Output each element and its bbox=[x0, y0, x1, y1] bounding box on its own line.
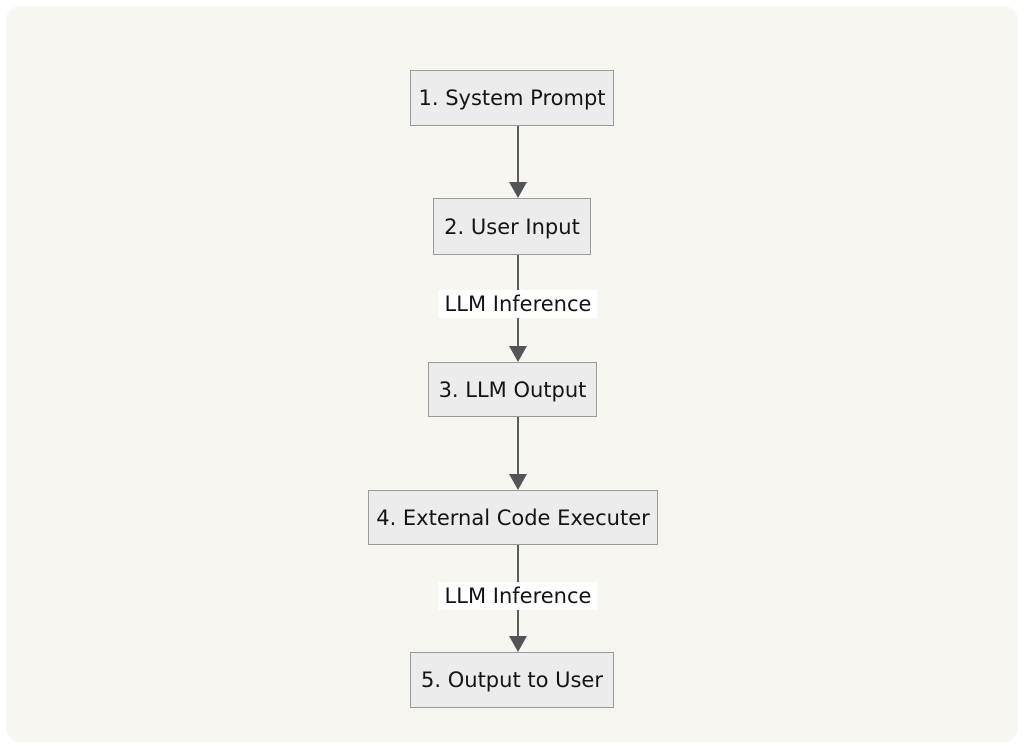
diagram-canvas: 1. System Prompt 2. User Input LLM Infer… bbox=[6, 6, 1018, 742]
node-output-to-user-label: 5. Output to User bbox=[421, 668, 603, 692]
node-system-prompt-label: 1. System Prompt bbox=[418, 86, 606, 110]
edge-3-arrowhead-icon bbox=[509, 474, 527, 490]
node-external-code-executer: 4. External Code Executer bbox=[368, 490, 658, 545]
node-user-input-label: 2. User Input bbox=[444, 214, 580, 239]
node-system-prompt: 1. System Prompt bbox=[410, 70, 614, 126]
edge-1-arrowhead-icon bbox=[509, 182, 527, 198]
edge-4-arrowhead-icon bbox=[509, 636, 527, 652]
node-user-input: 2. User Input bbox=[433, 198, 591, 255]
node-output-to-user: 5. Output to User bbox=[410, 652, 614, 708]
node-llm-output-label: 3. LLM Output bbox=[438, 377, 587, 402]
edge-2-arrowhead-icon bbox=[509, 346, 527, 362]
edge-4-label: LLM Inference bbox=[438, 582, 598, 610]
edge-3-line bbox=[517, 417, 519, 476]
edge-1-line bbox=[517, 126, 519, 184]
node-external-code-executer-label: 4. External Code Executer bbox=[376, 505, 650, 530]
node-llm-output: 3. LLM Output bbox=[428, 362, 597, 417]
edge-2-label: LLM Inference bbox=[438, 290, 598, 318]
